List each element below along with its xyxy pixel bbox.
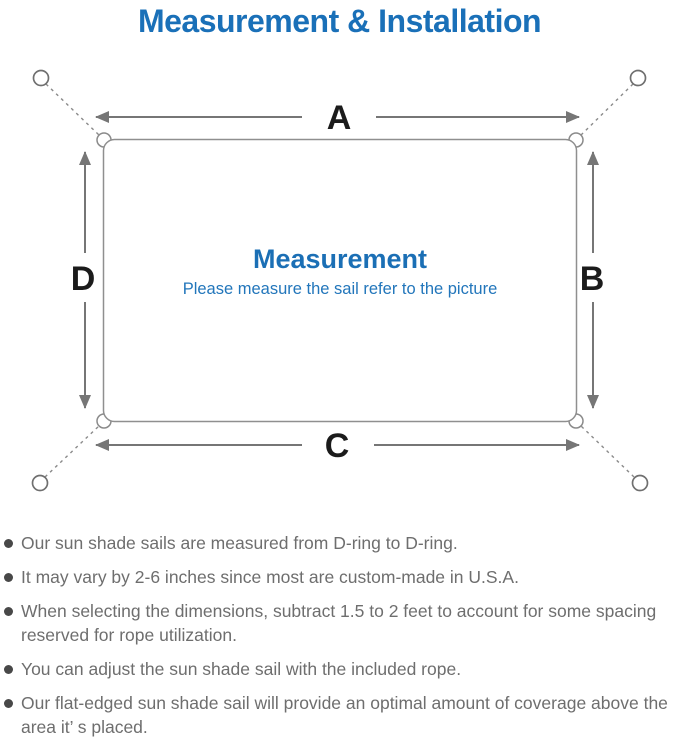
bullet-icon [4, 539, 13, 548]
dimension-label-c: C [325, 427, 350, 465]
bullet-icon [4, 699, 13, 708]
page-title: Measurement & Installation [137, 3, 542, 39]
anchor-ring-top-left-icon [32, 69, 50, 87]
rope-dashed-top-right [579, 83, 634, 137]
list-item: Our flat-edged sun shade sail will provi… [4, 691, 671, 739]
note-text: Our sun shade sails are measured from D-… [21, 533, 458, 553]
rope-dashed-bottom-right [579, 424, 635, 478]
bullet-icon [4, 607, 13, 616]
note-text: You can adjust the sun shade sail with t… [21, 659, 462, 679]
note-text: When selecting the dimensions, subtract … [21, 601, 657, 645]
anchor-ring-bottom-right-icon [631, 474, 649, 492]
dimension-label-b: B [580, 260, 605, 298]
shade-sail-outline [102, 138, 578, 423]
dimension-label-a: A [327, 99, 352, 137]
bullet-icon [4, 573, 13, 582]
measurement-diagram: A B C D Measurement Please measure the s… [31, 69, 649, 492]
note-text: Our flat-edged sun shade sail will provi… [21, 693, 668, 737]
anchor-ring-top-right-icon [629, 69, 647, 87]
note-text: It may vary by 2-6 inches since most are… [21, 567, 519, 587]
notes-list: Our sun shade sails are measured from D-… [0, 531, 679, 739]
bullet-icon [4, 665, 13, 674]
list-item: Our sun shade sails are measured from D-… [4, 531, 671, 555]
diagram-caption-subtitle: Please measure the sail refer to the pic… [183, 280, 498, 298]
list-item: It may vary by 2-6 inches since most are… [4, 565, 671, 589]
list-item: When selecting the dimensions, subtract … [4, 599, 671, 647]
diagram-caption-title: Measurement [253, 244, 427, 274]
rope-dashed-bottom-left [44, 424, 101, 478]
list-item: You can adjust the sun shade sail with t… [4, 657, 671, 681]
dimension-label-d: D [71, 260, 96, 298]
rope-dashed-top-left [45, 83, 101, 137]
anchor-ring-bottom-left-icon [31, 474, 49, 492]
